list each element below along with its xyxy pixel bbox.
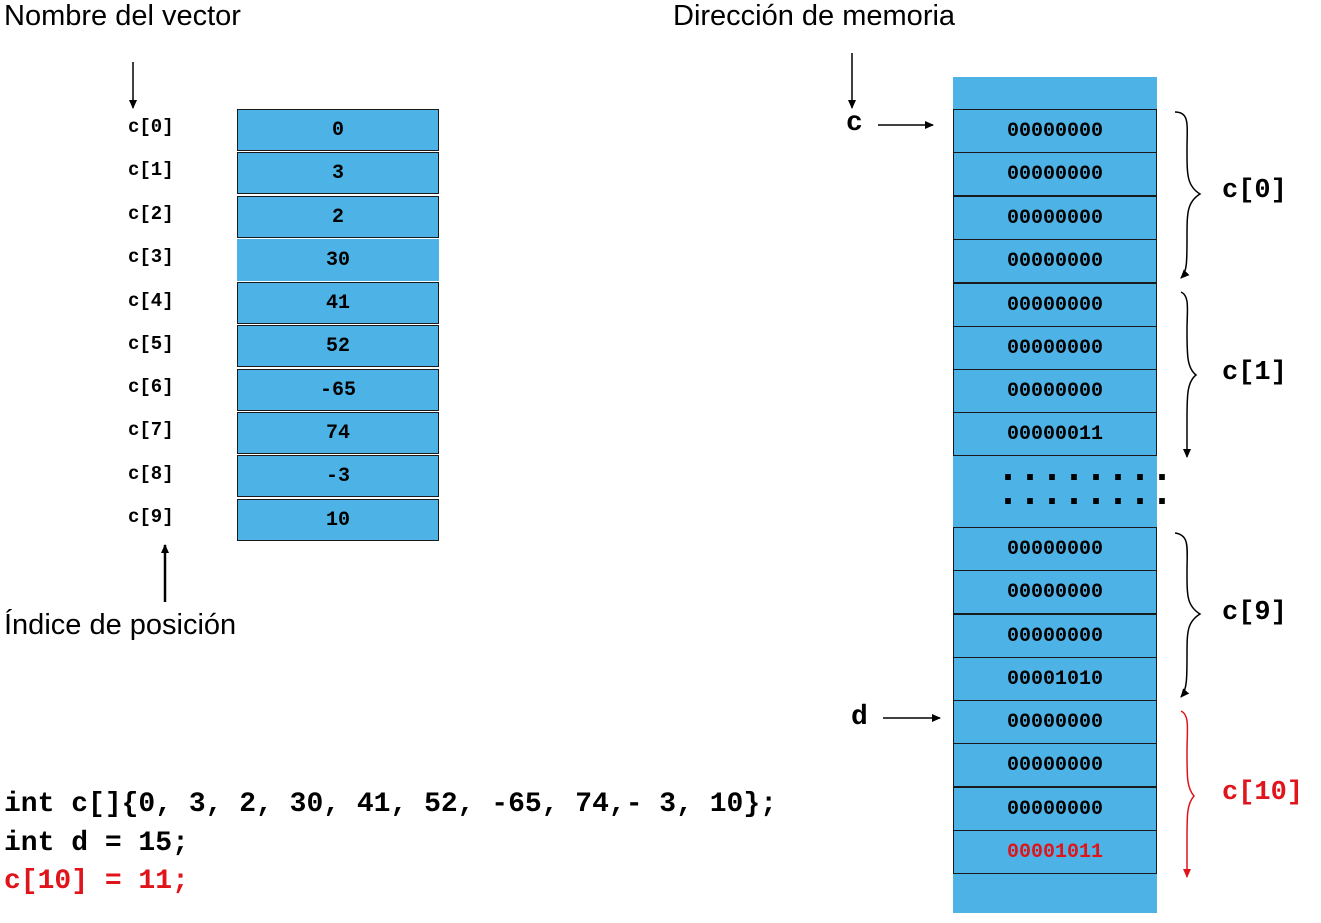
code-line-array-init: int c[]{0, 3, 2, 30, 41, 52, -65, 74,- 3…	[4, 789, 777, 820]
memory-byte: 00000000	[953, 369, 1157, 413]
array-cell: 74	[237, 412, 439, 454]
memory-byte: 00000000	[953, 570, 1157, 614]
memory-byte-overwritten: 00001011	[953, 830, 1157, 874]
array-index: c[9]	[128, 506, 174, 528]
brace-label-c0: c[0]	[1222, 176, 1287, 206]
array-cell: 0	[237, 109, 439, 151]
array-cell: 41	[237, 282, 439, 324]
memory-byte: 00000000	[953, 326, 1157, 370]
array-index: c[3]	[128, 246, 174, 268]
pointer-c-label: c	[846, 108, 863, 139]
memory-byte: 00000011	[953, 412, 1157, 456]
array-cell: 2	[237, 196, 439, 238]
array-index: c[6]	[128, 376, 174, 398]
brace-c10	[1180, 710, 1195, 878]
memory-byte: 00000000	[953, 283, 1157, 327]
memory-byte: 00000000	[953, 109, 1157, 153]
code-line-out-of-bounds: c[10] = 11;	[4, 866, 189, 897]
brace-c0	[1174, 111, 1202, 279]
pointer-d-label: d	[851, 702, 868, 733]
array-index: c[1]	[128, 159, 174, 181]
memory-byte: 00000000	[953, 700, 1157, 744]
memory-byte: 00000000	[953, 743, 1157, 787]
memory-byte: 00001010	[953, 657, 1157, 701]
array-cell: 3	[237, 152, 439, 194]
memory-byte: 00000000	[953, 239, 1157, 283]
position-index-label: Índice de posición	[4, 609, 237, 641]
array-index: c[5]	[128, 333, 174, 355]
memory-byte: 00000000	[953, 527, 1157, 571]
array-cell: -3	[237, 455, 439, 497]
array-index: c[0]	[128, 116, 174, 138]
vector-name-label: Nombre del vector	[4, 0, 241, 32]
brace-c9	[1174, 532, 1202, 698]
code-line-d-init: int d = 15;	[4, 828, 189, 859]
memory-byte: 00000000	[953, 196, 1157, 240]
brace-label-c1: c[1]	[1222, 358, 1287, 388]
brace-label-c9: c[9]	[1222, 598, 1287, 628]
memory-byte: 00000000	[953, 614, 1157, 658]
array-index: c[7]	[128, 419, 174, 441]
memory-ellipsis: ........	[996, 472, 1174, 517]
array-index: c[2]	[128, 203, 174, 225]
array-cell: 30	[237, 239, 439, 281]
array-index: c[4]	[128, 290, 174, 312]
memory-byte: 00000000	[953, 787, 1157, 831]
array-cell: 10	[237, 499, 439, 541]
array-index: c[8]	[128, 463, 174, 485]
memory-byte: 00000000	[953, 152, 1157, 196]
array-cell: -65	[237, 369, 439, 411]
array-cell: 52	[237, 325, 439, 367]
brace-label-c10: c[10]	[1222, 778, 1304, 808]
memory-address-label: Dirección de memoria	[673, 0, 956, 32]
brace-c1	[1180, 291, 1198, 458]
